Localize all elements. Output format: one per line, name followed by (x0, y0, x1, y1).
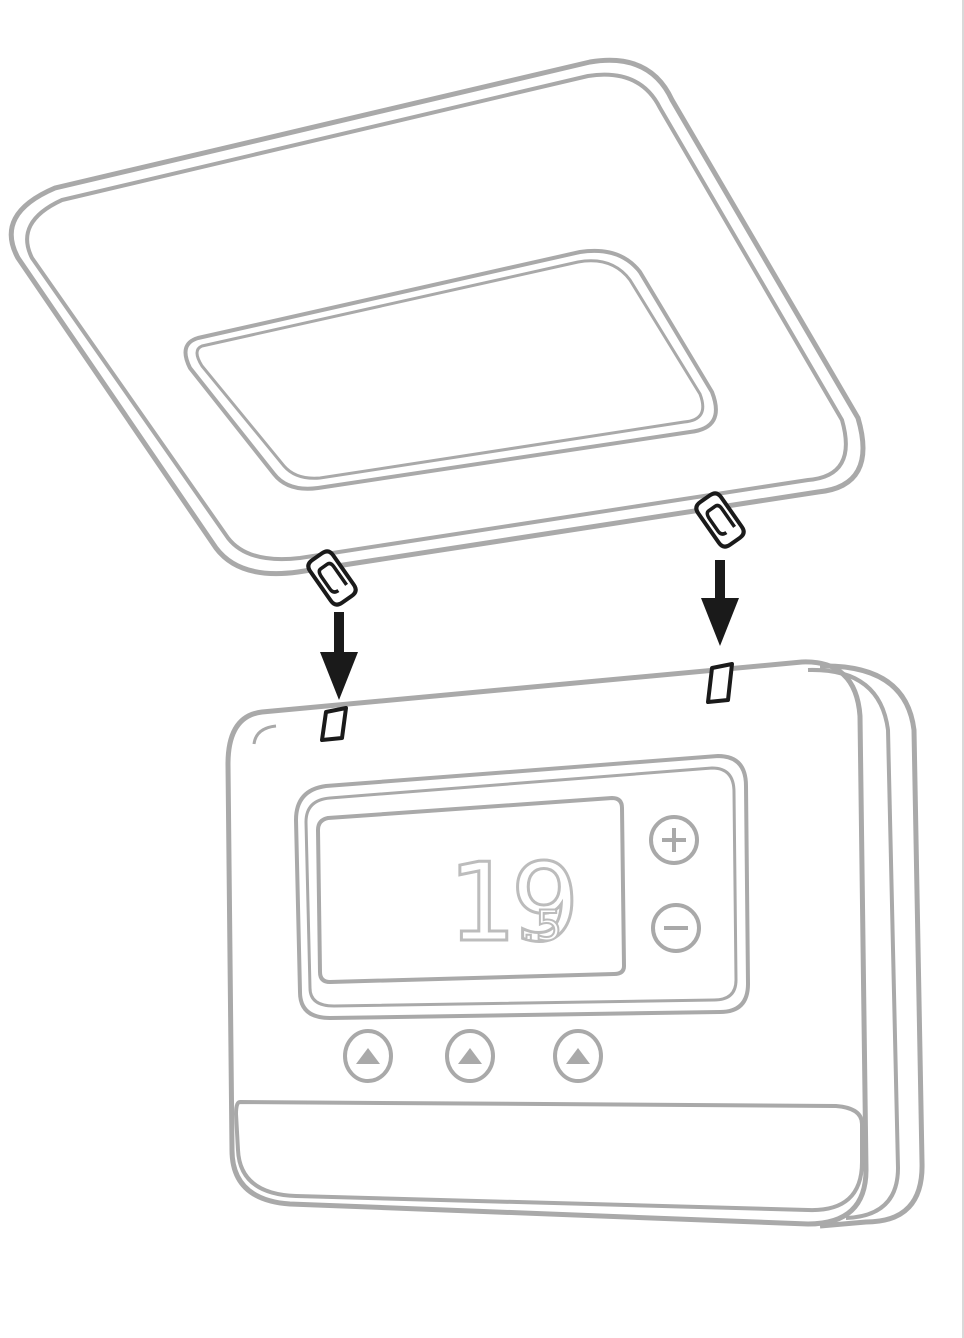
down-arrow-left-icon (320, 612, 358, 700)
thermostat-top-highlight (252, 724, 277, 745)
triangle-up-icon (566, 1048, 590, 1064)
thermostat-front-face (225, 659, 869, 1227)
wall-plate-recess-outer (183, 248, 718, 491)
hook-clip-left-icon (306, 549, 358, 607)
thermostat-body (225, 659, 925, 1229)
function-button-3[interactable] (553, 1029, 603, 1083)
display-bezel-outer (294, 754, 750, 1020)
temperature-whole: 19 (448, 841, 573, 966)
thermostat-back-shell (819, 663, 925, 1229)
wall-plate-inner-edge (25, 72, 848, 562)
down-arrow-right-icon (701, 560, 739, 646)
wall-plate-outer-edge (8, 57, 866, 577)
function-button-2[interactable] (445, 1029, 495, 1083)
display-bezel-inner (304, 766, 738, 1008)
wall-plate (8, 57, 866, 577)
wall-plate-recess-inner (195, 259, 705, 480)
thermostat-mid-shell (807, 667, 900, 1220)
plus-button[interactable] (649, 815, 699, 865)
function-button-1[interactable] (343, 1029, 393, 1083)
page-edge-divider (962, 0, 964, 1338)
thermostat-bottom-panel (234, 1100, 864, 1213)
temperature-decimal: .5 (522, 901, 562, 950)
mounting-slot-right-icon (706, 662, 734, 704)
triangle-up-icon (458, 1048, 482, 1064)
minus-button[interactable] (651, 903, 701, 953)
triangle-up-icon (356, 1048, 380, 1064)
lcd-screen (316, 796, 626, 984)
plus-icon (662, 828, 686, 852)
hook-clip-right-icon (694, 491, 746, 549)
mounting-slot-left-icon (320, 706, 348, 742)
